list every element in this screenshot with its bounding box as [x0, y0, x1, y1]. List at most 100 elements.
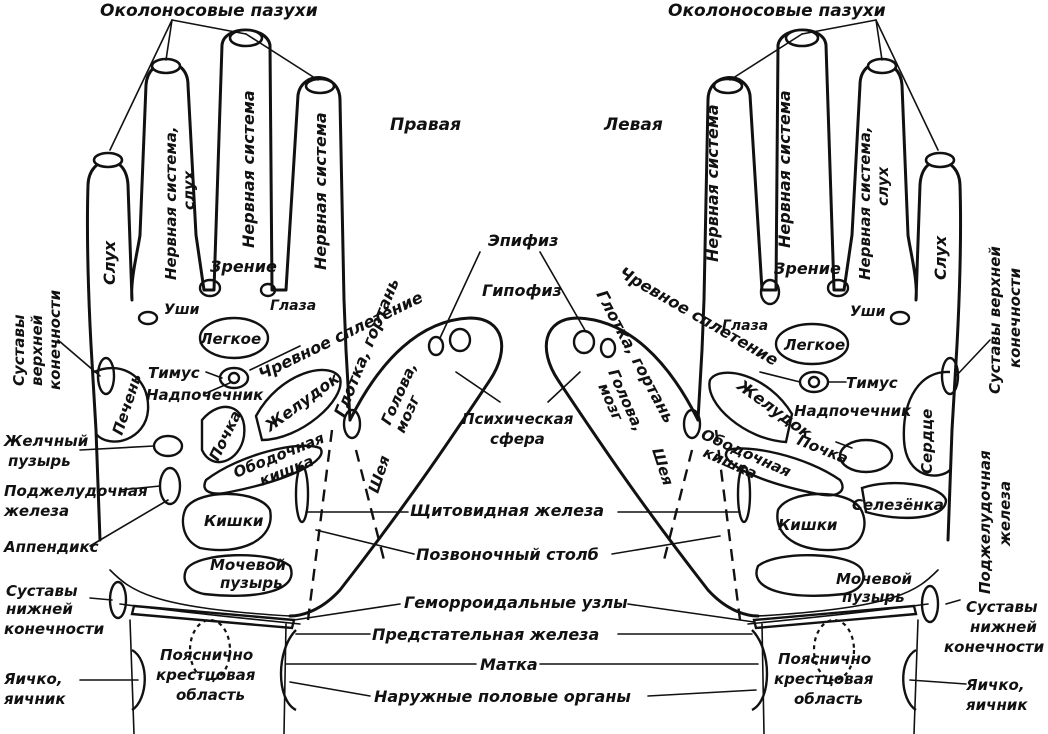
- left-kidney-pointer: [835, 441, 853, 449]
- right-sinus-pointer-2: [165, 19, 173, 61]
- left-forearm-right: [913, 619, 919, 734]
- left-gonads-label-1: Яичко,: [965, 676, 1025, 694]
- genitals-label: Наружные половые органы: [374, 687, 631, 706]
- psyche-pointer-right: [547, 371, 581, 403]
- right-adrenal-pointer: [203, 381, 233, 395]
- right-lung-label: Легкое: [199, 330, 261, 348]
- right-hand: [57, 19, 504, 734]
- right-joint-pointer: [57, 339, 101, 377]
- left-ears-label: Уши: [850, 304, 886, 320]
- right-pancreas-label-2: железа: [3, 502, 69, 520]
- left-nail-ring: [866, 57, 898, 75]
- left-intestines-shape: [776, 492, 866, 552]
- right-bladder-label-1: Мочевой: [210, 556, 287, 574]
- left-bladder-shape: [755, 553, 865, 597]
- left-lower-joint-pointer: [945, 599, 961, 605]
- left-upper-joints-label-1: Суставы верхней: [986, 246, 1004, 394]
- thyroid-label: Щитовидная железа: [410, 501, 604, 520]
- right-lumbosacral-label-2: крестцовая: [156, 666, 256, 684]
- right-nail-index: [304, 77, 336, 95]
- right-lower-joints-label-2: нижней: [6, 600, 73, 618]
- right-pancreas-pointer: [119, 485, 161, 491]
- left-sinus-pointer-3: [801, 19, 877, 35]
- uterus-label: Матка: [480, 655, 538, 674]
- left-spleen-label: Селезёнка: [852, 496, 944, 514]
- left-wrist-line: [757, 569, 939, 617]
- right-hearing-finger-label: Слух: [100, 240, 119, 285]
- left-ear-spot: [889, 310, 911, 326]
- right-intestines-shape: [181, 492, 272, 552]
- left-thymus-spot: [798, 370, 830, 394]
- hemorrhoid-pointer-right: [627, 603, 755, 623]
- right-lumbosacral-dots: [188, 618, 232, 682]
- right-gallbladder-label-2: пузырь: [8, 452, 71, 470]
- left-nail-index: [712, 77, 744, 95]
- left-spine-dashes-1: [714, 429, 742, 621]
- right-gonads-label-1: Яичко,: [3, 670, 63, 688]
- right-hypophysis-spot: [427, 335, 445, 357]
- right-forearm-right: [283, 623, 287, 734]
- left-nervous-label-1: Нервная система: [703, 104, 722, 262]
- right-wrist-line: [109, 569, 291, 617]
- psyche-label-2: сфера: [490, 430, 545, 448]
- hypophysis-label: Гипофиз: [482, 281, 562, 300]
- left-lung-shape: [774, 322, 850, 366]
- right-upper-joints-label-3: конечности: [46, 289, 64, 390]
- right-ear-spot: [137, 310, 159, 326]
- prostate-label: Предстательная железа: [372, 625, 599, 644]
- center-pointers: [285, 251, 759, 697]
- right-thumb-outline: [288, 316, 504, 618]
- left-hemorrhoid-bar: [752, 604, 918, 630]
- right-nail-ring: [150, 57, 182, 75]
- right-lower-joint-pointer: [89, 597, 113, 601]
- right-appendix-pointer: [89, 499, 169, 547]
- right-upper-joints-label-2: верхней: [28, 314, 46, 386]
- right-sinus-pointer-4: [245, 33, 319, 81]
- left-nervous-hearing-label-1: Нервная система,: [856, 126, 874, 280]
- left-spleen-shape: [860, 481, 948, 520]
- spine-label: Позвоночный столб: [416, 545, 599, 564]
- right-nail-middle: [228, 28, 264, 48]
- left-nervous-hearing-label-2: слух: [874, 165, 892, 206]
- left-solar-pointer: [759, 371, 801, 383]
- right-gallbladder-spot: [152, 434, 184, 458]
- left-lung-label: Легкое: [783, 336, 845, 354]
- right-nervous-label-1: Нервная система: [239, 90, 258, 248]
- left-intestines-label: Кишки: [778, 516, 838, 534]
- left-gonad-pointer: [909, 679, 967, 685]
- right-nervous-label-2: Нервная система: [311, 112, 330, 270]
- hemorrhoids-label: Геморроидальные узлы: [404, 593, 628, 612]
- left-hand-outline: [696, 28, 963, 542]
- left-uterus-shape: [751, 629, 769, 712]
- right-ears-label: Уши: [164, 302, 200, 318]
- left-neck-label: Шея: [648, 446, 677, 488]
- left-eye-spot: [759, 278, 781, 306]
- right-sinuses-label: Околоносовые пазухи: [100, 1, 318, 21]
- right-gonad-shape: [131, 648, 146, 712]
- left-heart-label: Сердце: [918, 409, 936, 474]
- right-lumbosacral-label-1: Пояснично: [160, 646, 253, 664]
- left-upper-joints-label-2: конечности: [1006, 267, 1024, 368]
- right-liver-shape: [93, 366, 150, 443]
- epiphysis-pointer-left: [439, 251, 481, 339]
- right-solar-pointer: [249, 345, 301, 371]
- right-joint-spot: [96, 356, 116, 396]
- left-sinus-pointer-1: [875, 19, 939, 151]
- right-lumbosacral-label-3: область: [176, 686, 245, 704]
- right-epiphysis-spot: [448, 327, 472, 353]
- left-joint-pointer: [955, 339, 991, 377]
- left-nail-middle: [784, 28, 820, 48]
- right-neck-spot: [342, 408, 362, 440]
- left-thyroid-spot: [736, 464, 752, 524]
- psyche-label-1: Психическая: [462, 410, 574, 428]
- right-lower-joints-label-3: конечности: [4, 620, 105, 638]
- left-stomach-shape: [708, 371, 794, 444]
- right-thymus-pointer: [205, 371, 223, 379]
- right-vision-spot: [198, 278, 222, 298]
- right-sinus-pointer-1: [109, 19, 173, 151]
- genitals-pointer-left: [289, 681, 371, 697]
- left-epiphysis-spot: [572, 329, 596, 355]
- right-kidney-label: Почка: [205, 408, 245, 464]
- hemorrhoid-pointer-left: [293, 603, 401, 621]
- right-adrenal-spot: [227, 371, 241, 385]
